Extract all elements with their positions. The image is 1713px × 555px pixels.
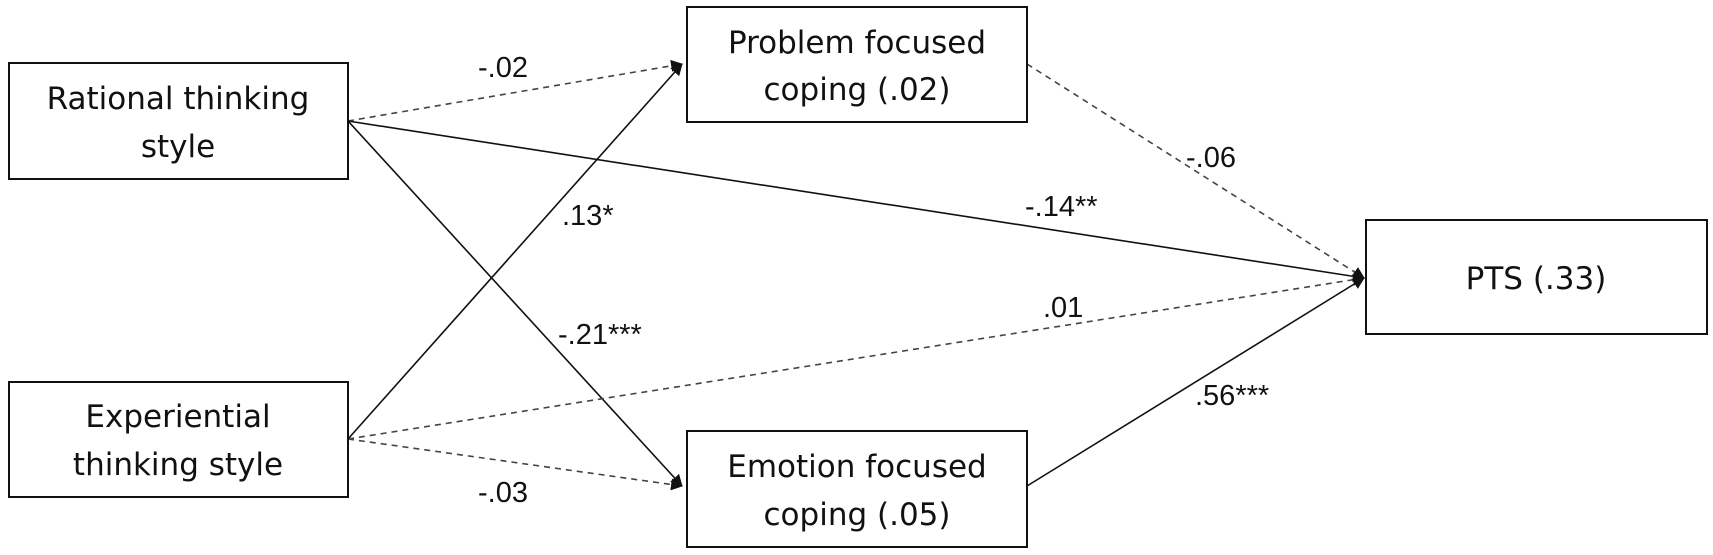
label-experiential-to-problem: .13* [562, 200, 614, 232]
node-experiential-thinking-style: Experiential thinking style [8, 381, 349, 498]
node-pts: PTS (.33) [1365, 219, 1708, 335]
label-emotion-to-pts: .56*** [1195, 380, 1269, 412]
node-label-line-2: coping (.05) [764, 497, 951, 533]
node-label-line-2: thinking style [73, 447, 283, 483]
label-rational-to-pts: -.14** [1025, 191, 1098, 223]
edge-experiential-to-pts [347, 273, 1365, 440]
label-experiential-to-emotion: -.03 [478, 477, 528, 509]
node-box [8, 381, 349, 498]
edges-layer [347, 59, 1365, 491]
node-problem-focused-coping: Problem focused coping (.02) [686, 6, 1028, 123]
label-experiential-to-pts: .01 [1043, 292, 1083, 324]
edge-experiential-to-problem [347, 63, 683, 440]
node-label-line-1: Emotion focused [727, 449, 986, 485]
node-label-line-1: PTS (.33) [1466, 261, 1607, 297]
edge-rational-to-emotion [347, 120, 683, 487]
edge-emotion-to-pts [1026, 277, 1365, 487]
node-box [686, 6, 1028, 123]
label-rational-to-emotion: -.21*** [558, 319, 642, 351]
edge-labels-layer: -.02 .13* -.21*** -.14** -.06 .01 .56***… [478, 52, 1269, 509]
node-label-line-1: Problem focused [728, 25, 986, 61]
edge-problem-to-pts [1026, 63, 1365, 279]
label-problem-to-pts: -.06 [1186, 142, 1236, 174]
node-box [1365, 219, 1708, 335]
node-label-line-2: coping (.02) [764, 72, 951, 108]
node-rational-thinking-style: Rational thinking style [8, 62, 349, 180]
edge-rational-to-problem [347, 59, 683, 122]
node-label-line-1: Rational thinking [47, 81, 310, 117]
edge-experiential-to-emotion [347, 438, 683, 491]
node-label-line-1: Experiential [85, 399, 270, 435]
label-rational-to-problem: -.02 [478, 52, 528, 84]
node-emotion-focused-coping: Emotion focused coping (.05) [686, 430, 1028, 548]
edge-rational-to-pts [347, 120, 1365, 283]
node-label-line-2: style [141, 129, 215, 165]
node-box [8, 62, 349, 180]
node-box [686, 430, 1028, 548]
